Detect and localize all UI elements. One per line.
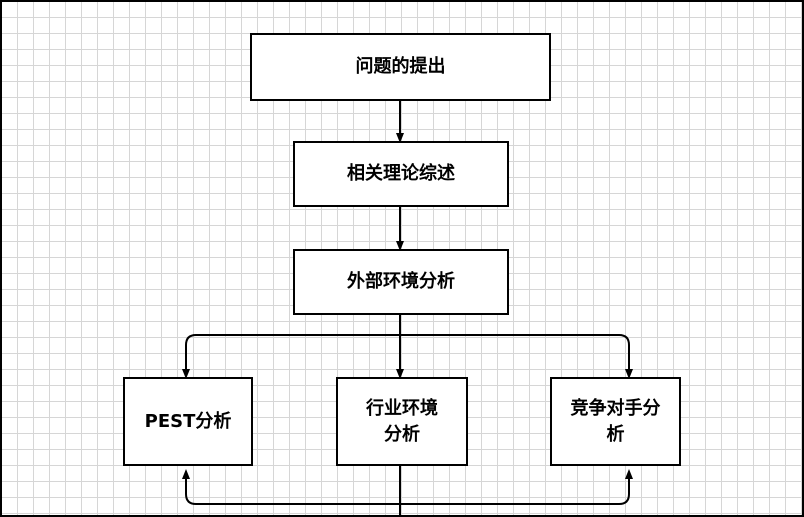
node-theory: 相关理论综述 — [293, 141, 509, 207]
arrow-bottom-to-competitor — [400, 469, 633, 505]
node-industry-label: 行业环境分析 — [366, 397, 438, 445]
node-theory-label: 相关理论综述 — [347, 163, 455, 184]
arrow-bottom-to-pest — [182, 469, 400, 505]
node-problem: 问题的提出 — [250, 33, 551, 101]
node-problem-label: 问题的提出 — [355, 56, 446, 77]
node-industry: 行业环境分析 — [336, 377, 468, 466]
node-external-label: 外部环境分析 — [347, 271, 455, 292]
node-pest-label: PEST分析 — [144, 410, 232, 432]
arrow-external-to-competitor — [400, 334, 633, 379]
arrow-external-to-pest — [182, 334, 400, 379]
node-competitor: 竞争对手分析 — [550, 377, 681, 466]
node-competitor-label: 竞争对手分析 — [570, 397, 661, 445]
node-external: 外部环境分析 — [293, 249, 509, 315]
node-pest: PEST分析 — [123, 377, 253, 466]
